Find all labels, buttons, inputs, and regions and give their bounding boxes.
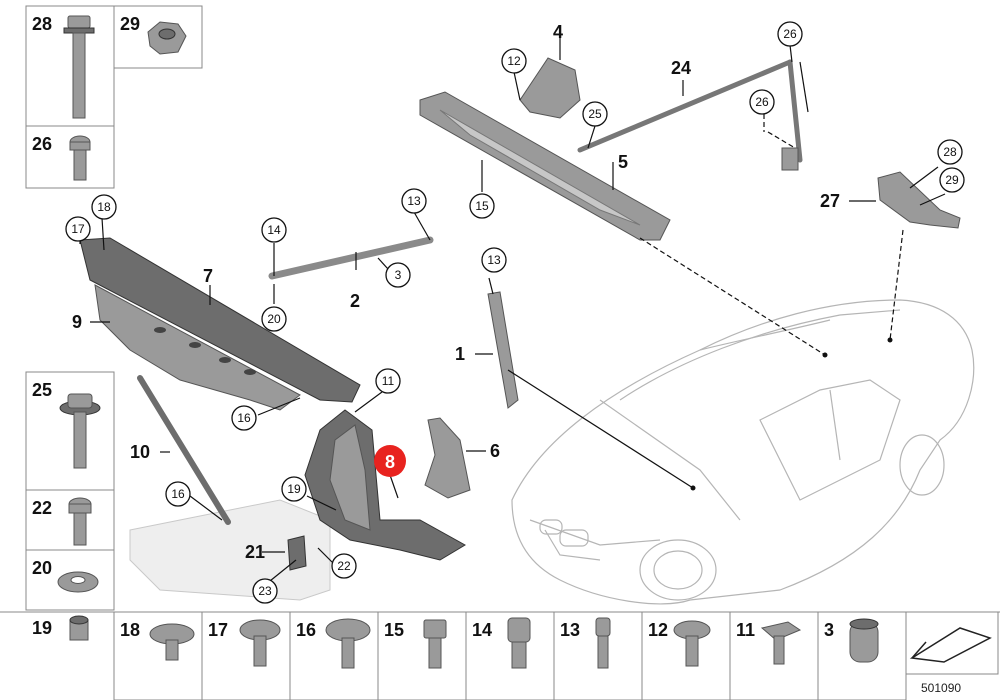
callout-9: 9 — [72, 312, 82, 332]
circled-19: 19 — [287, 482, 301, 496]
reference-number: 501090 — [921, 681, 961, 695]
label-20: 20 — [32, 558, 52, 578]
label-28: 28 — [32, 14, 52, 34]
callout-1: 1 — [455, 344, 465, 364]
circled-20: 20 — [267, 312, 281, 326]
label-18: 18 — [120, 620, 140, 640]
callout-8: 8 — [385, 452, 395, 472]
callout-27: 27 — [820, 191, 840, 211]
washer-20-icon — [57, 571, 99, 593]
circled-29: 29 — [945, 173, 959, 187]
callout-2: 2 — [350, 291, 360, 311]
circled-15: 15 — [475, 199, 489, 213]
orientation-arrow-icon — [909, 627, 992, 663]
circled-13-upper: 13 — [407, 194, 421, 208]
nut-19-icon — [69, 615, 89, 641]
bottom-parts-row: 18 17 16 15 14 13 12 — [0, 611, 1000, 700]
screw-17-icon — [239, 619, 281, 667]
circled-28: 28 — [943, 145, 957, 159]
brace-24 — [577, 59, 803, 171]
circled-13-lower: 13 — [487, 253, 501, 267]
bolt-25-icon — [59, 393, 101, 469]
circled-23: 23 — [258, 584, 272, 598]
label-16: 16 — [296, 620, 316, 640]
circled-18: 18 — [97, 200, 111, 214]
bolt-28-icon — [63, 15, 95, 119]
circled-12: 12 — [507, 54, 521, 68]
screw-12-icon — [673, 620, 711, 667]
bracket-8[interactable] — [304, 409, 466, 561]
circled-callouts: 17 18 16 16 14 20 3 13 13 11 19 22 23 15… — [65, 21, 965, 604]
bracket-6 — [424, 417, 471, 499]
car-outline — [511, 299, 975, 605]
label-15: 15 — [384, 620, 404, 640]
label-14: 14 — [472, 620, 492, 640]
bolt-13-icon — [595, 617, 611, 669]
circled-25: 25 — [588, 107, 602, 121]
label-17: 17 — [208, 620, 228, 640]
bolt-14-icon — [507, 617, 531, 669]
screw-18-icon — [149, 623, 195, 661]
label-19: 19 — [32, 618, 52, 638]
label-29: 29 — [120, 14, 140, 34]
callout-10: 10 — [130, 442, 150, 462]
label-26: 26 — [32, 134, 52, 154]
callout-24: 24 — [671, 58, 691, 78]
callout-6: 6 — [490, 441, 500, 461]
bolt-22-icon — [68, 497, 92, 546]
left-parts-column: 28 29 26 25 22 — [25, 5, 203, 641]
highlighted-callout-8[interactable]: 8 — [374, 445, 406, 477]
label-3: 3 — [824, 620, 834, 640]
label-22: 22 — [32, 498, 52, 518]
rod-2 — [268, 236, 434, 280]
circled-16-lower: 16 — [171, 487, 185, 501]
circled-16-upper: 16 — [237, 411, 251, 425]
circled-22: 22 — [337, 559, 351, 573]
bolt-26-icon — [69, 135, 91, 181]
bracket-4 — [519, 57, 581, 119]
label-12: 12 — [648, 620, 668, 640]
circled-3: 3 — [395, 268, 402, 282]
callout-4: 4 — [553, 22, 563, 42]
screw-16-icon — [325, 618, 371, 669]
rod-10 — [137, 375, 231, 525]
circled-26-upper: 26 — [783, 27, 797, 41]
circled-11: 11 — [382, 374, 395, 388]
part-number-labels: 7 9 10 2 1 6 4 5 24 27 21 — [72, 22, 840, 562]
callout-21: 21 — [245, 542, 265, 562]
label-13: 13 — [560, 620, 580, 640]
brace-5 — [419, 91, 671, 241]
nut-29-icon — [147, 21, 187, 55]
bracket-27 — [877, 171, 961, 229]
sleeve-3-icon — [849, 618, 879, 663]
panel-7-9 — [79, 237, 361, 411]
circled-26-lower: 26 — [755, 95, 769, 109]
bumper-carrier-ghost — [129, 499, 331, 601]
callout-5: 5 — [618, 152, 628, 172]
circled-17: 17 — [71, 222, 85, 236]
label-25: 25 — [32, 380, 52, 400]
callout-7: 7 — [203, 266, 213, 286]
strut-1 — [487, 291, 519, 409]
bolt-15-icon — [423, 619, 447, 669]
bracket-21 — [287, 535, 307, 571]
label-11: 11 — [736, 620, 755, 640]
leader-lines — [79, 38, 946, 586]
clip-11-icon — [760, 621, 802, 665]
circled-14: 14 — [267, 223, 281, 237]
